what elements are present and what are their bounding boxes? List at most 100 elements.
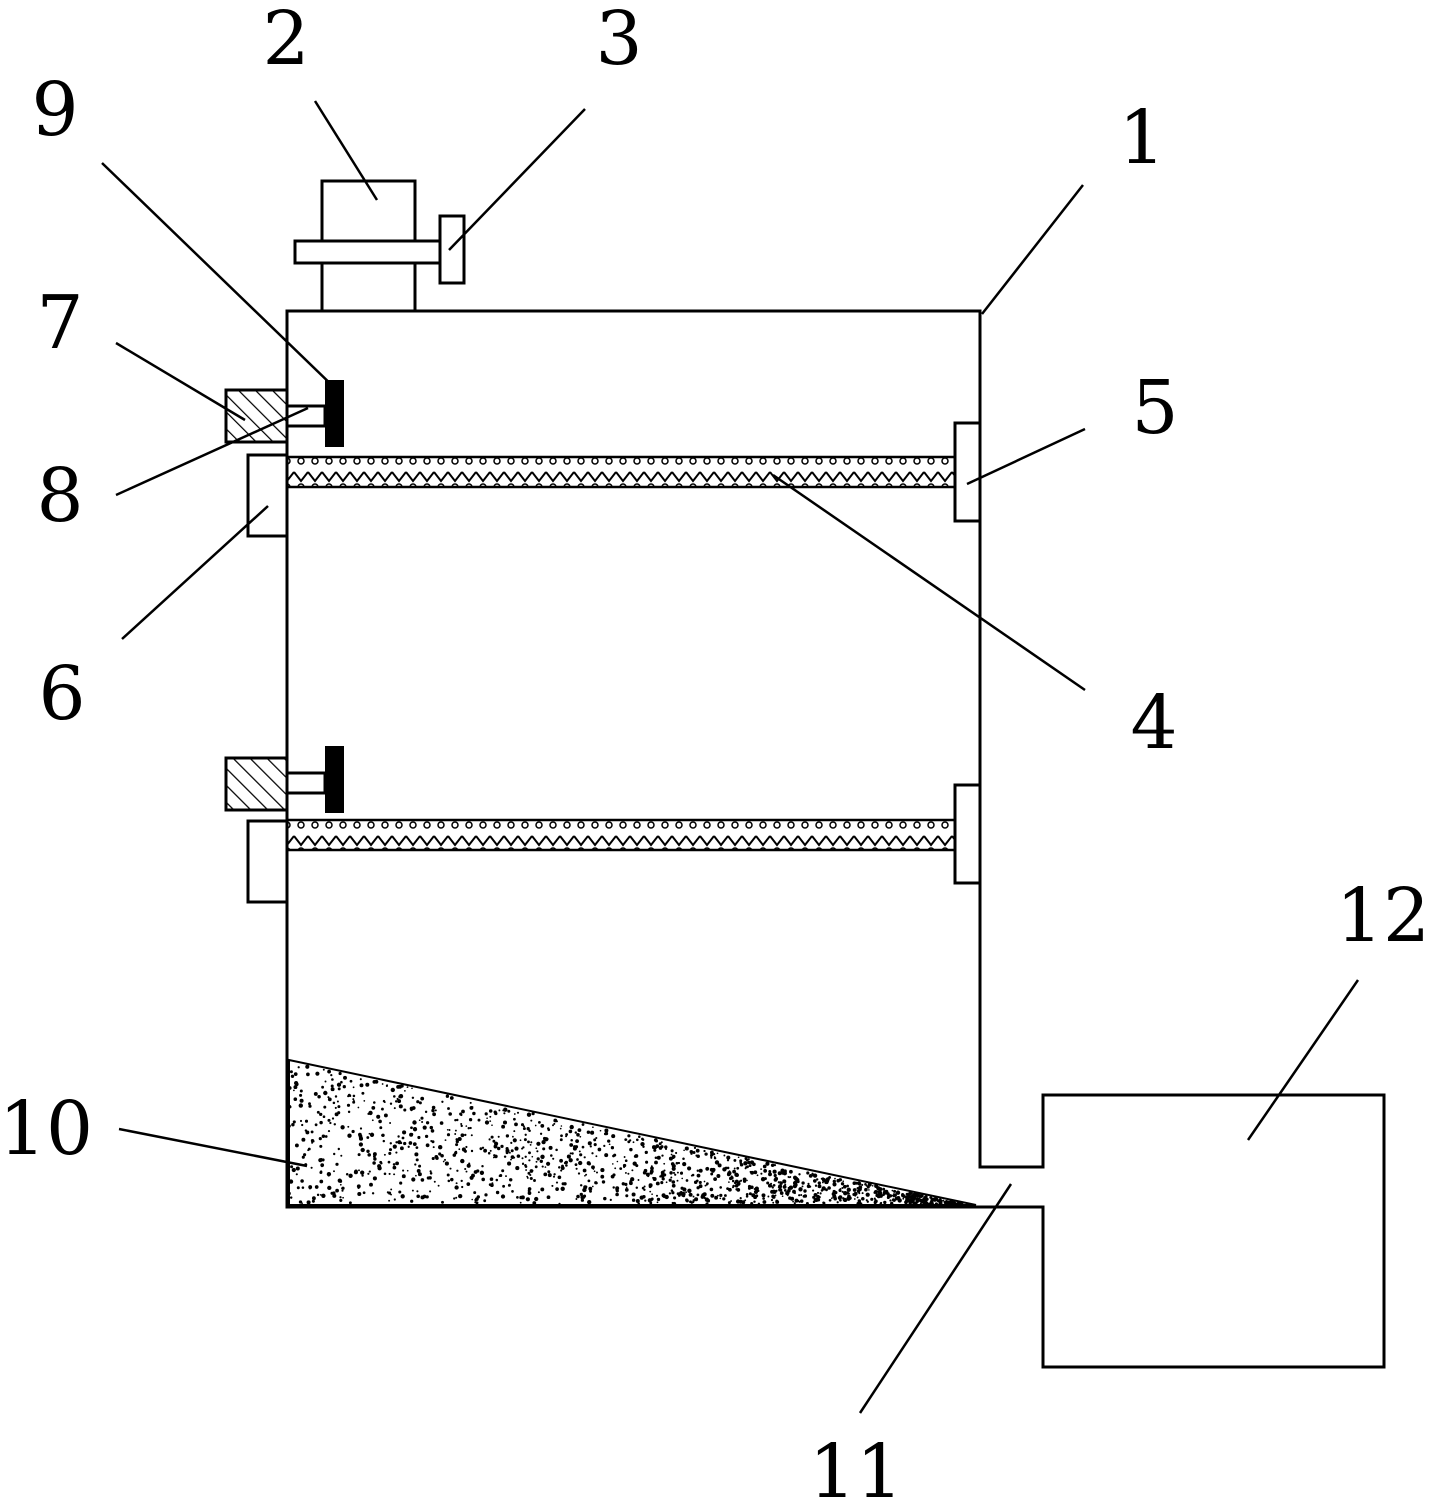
sediment-dot [621, 1182, 625, 1186]
sediment-dot [595, 1136, 598, 1140]
sediment-dot [641, 1138, 645, 1142]
sediment-dot [301, 1155, 305, 1159]
sediment-dot [407, 1145, 410, 1148]
sediment-dot [290, 1165, 294, 1169]
sediment-dot [728, 1181, 730, 1183]
sediment-dot [625, 1194, 629, 1198]
sediment-dot [853, 1198, 856, 1200]
sediment-dot [394, 1100, 398, 1103]
sediment-dot [555, 1187, 559, 1191]
sediment-dot [513, 1113, 516, 1115]
sediment-dot [516, 1196, 519, 1199]
sediment-dot [671, 1183, 676, 1188]
sediment-dot [446, 1173, 450, 1177]
sediment-dot [700, 1194, 705, 1199]
sediment-dot [465, 1170, 468, 1173]
sediment-dot [453, 1197, 456, 1200]
sediment-dot [572, 1146, 577, 1151]
sediment-dot [918, 1197, 921, 1200]
sediment-dot [447, 1107, 450, 1110]
sediment-dot [306, 1200, 311, 1205]
sediment-dot [288, 1179, 294, 1184]
sediment-dot [510, 1149, 514, 1153]
sediment-dot [308, 1104, 312, 1108]
sediment-dot [934, 1202, 938, 1206]
sediment-dot [777, 1171, 782, 1176]
sediment-dot [639, 1195, 644, 1200]
sediment-dot [305, 1064, 310, 1069]
sediment-dot [648, 1185, 652, 1189]
sediment-dot [856, 1189, 861, 1193]
sediment-dot [352, 1100, 356, 1104]
sediment-dot [665, 1181, 668, 1184]
sediment-dot [782, 1184, 787, 1189]
sediment-dot [552, 1175, 556, 1178]
sediment-dot [908, 1202, 912, 1206]
sediment-dot [309, 1187, 311, 1190]
sediment-dot [565, 1135, 568, 1138]
sediment-dot [460, 1133, 465, 1138]
sediment-dot [369, 1182, 373, 1187]
sediment-dot [817, 1181, 821, 1185]
sediment-dot [386, 1084, 388, 1086]
sediment-dot [299, 1119, 303, 1123]
sediment-dot [510, 1158, 512, 1161]
sediment-dot [612, 1186, 615, 1189]
sediment-dot [445, 1094, 450, 1098]
sediment-dot [382, 1099, 386, 1103]
sediment-dot [733, 1167, 736, 1170]
sediment-dot [676, 1179, 679, 1182]
sediment-dot [289, 1196, 293, 1199]
sediment-dot [774, 1194, 777, 1197]
sediment-dot [461, 1109, 465, 1114]
sediment-dot [536, 1150, 539, 1153]
sediment-dot [615, 1188, 619, 1192]
sediment-dot [664, 1147, 668, 1151]
sediment-dot [821, 1178, 826, 1182]
sediment-dot [327, 1097, 332, 1102]
sediment-dot [388, 1151, 392, 1155]
sediment-dot [322, 1115, 326, 1118]
sediment-dot [777, 1186, 780, 1189]
sediment-dot [656, 1201, 659, 1204]
leader-3 [448, 108, 586, 251]
sediment-dot [750, 1170, 755, 1175]
sediment-dot [488, 1109, 493, 1113]
sediment-dot [579, 1192, 583, 1197]
sediment-dot [492, 1156, 495, 1159]
sediment-dot [461, 1147, 466, 1152]
sediment-dot [333, 1152, 336, 1156]
sediment-dot [527, 1171, 531, 1175]
sediment-dot [294, 1143, 299, 1148]
sediment-dot [578, 1160, 583, 1166]
sediment-dot [564, 1160, 568, 1165]
sediment-dot [575, 1167, 578, 1170]
sediment-dot [392, 1163, 396, 1166]
sediment-dot [675, 1161, 679, 1165]
sediment-dot [439, 1121, 444, 1125]
sediment-dot [481, 1177, 486, 1182]
sediment-dot [834, 1194, 837, 1197]
sediment-dot [581, 1123, 585, 1126]
sediment-dot [689, 1150, 694, 1154]
sediment-dot [455, 1196, 458, 1199]
sediment-dot [706, 1182, 709, 1185]
sediment-dot [832, 1183, 836, 1187]
sediment-dot [493, 1144, 498, 1149]
sediment-dot [513, 1156, 516, 1159]
sediment-dot [635, 1138, 639, 1142]
sediment-dot [730, 1175, 733, 1178]
sediment-dot [825, 1188, 828, 1192]
sediment-dot [688, 1192, 693, 1197]
sediment-dot [571, 1152, 574, 1155]
sediment-dot [660, 1145, 664, 1149]
sediment-dot [597, 1147, 602, 1152]
sediment-dot [902, 1197, 905, 1200]
sediment-dot [631, 1198, 636, 1202]
sediment-dot [612, 1154, 615, 1158]
sediment-dot [756, 1174, 759, 1177]
sediment-dot [524, 1133, 527, 1136]
sediment-dot [660, 1170, 665, 1175]
sediment-dot [771, 1194, 775, 1199]
sediment-dot [529, 1176, 533, 1181]
